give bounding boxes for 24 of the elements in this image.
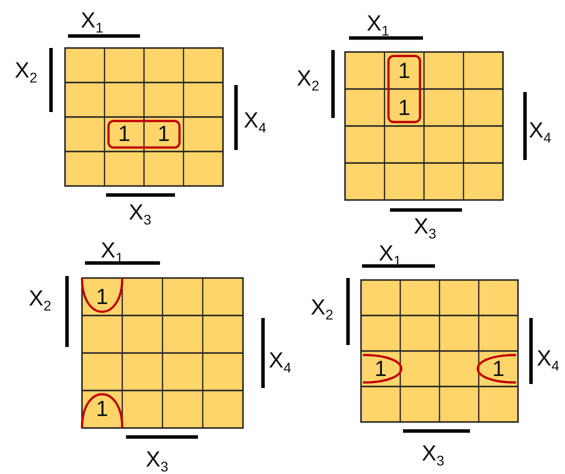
cell-value: 1 xyxy=(158,123,170,146)
variable-label: X$_{2}$ xyxy=(296,67,320,93)
cell-value: 1 xyxy=(118,123,130,146)
variable-label: X$_{3}$ xyxy=(422,442,444,468)
cell-value: 1 xyxy=(96,286,108,308)
variable-label: X$_{3}$ xyxy=(414,215,436,241)
variable-label: X$_{4}$ xyxy=(536,347,560,373)
variable-label: X$_{2}$ xyxy=(14,59,38,85)
variable-label: X$_{3}$ xyxy=(128,201,152,227)
cell-value: 1 xyxy=(398,96,410,118)
variable-label: X$_{1}$ xyxy=(80,9,104,35)
cell-value: 1 xyxy=(374,358,387,380)
cell-value: 1 xyxy=(96,398,108,420)
variable-label: X$_{2}$ xyxy=(28,287,52,313)
variable-label: X$_{4}$ xyxy=(244,109,266,135)
variable-label: X$_{4}$ xyxy=(268,349,292,375)
cell-value: 1 xyxy=(398,60,410,82)
variable-label: X$_{1}$ xyxy=(366,12,390,38)
variable-label: X$_{3}$ xyxy=(146,448,168,474)
variable-label: X$_{1}$ xyxy=(378,242,402,268)
cell-value: 1 xyxy=(492,358,504,380)
variable-label: X$_{4}$ xyxy=(528,119,552,145)
variable-label: X$_{1}$ xyxy=(100,239,124,265)
variable-label: X$_{2}$ xyxy=(310,296,334,322)
